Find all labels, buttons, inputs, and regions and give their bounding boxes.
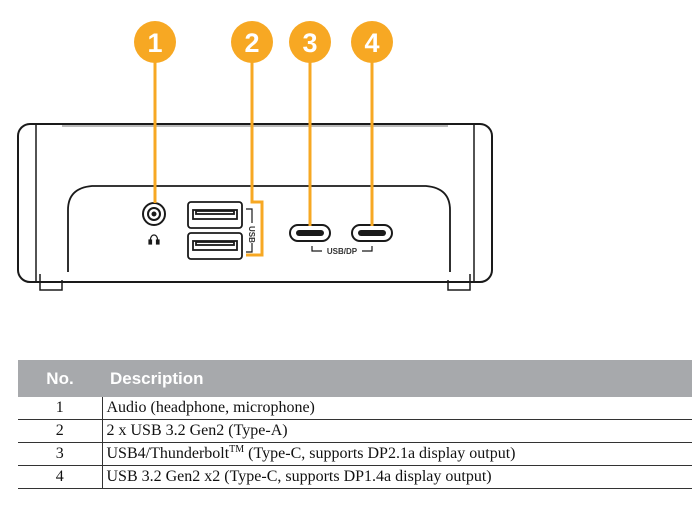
row-no: 2 [18, 419, 103, 443]
row-no: 4 [18, 465, 103, 489]
row-description: USB 3.2 Gen2 x2 (Type-C, supports DP1.4a… [102, 465, 692, 489]
callout-badge-1: 1 [134, 21, 176, 63]
table-row: 3 USB4/ThunderboltTM (Type-C, supports D… [18, 442, 692, 466]
description-rest: (Type-C, supports DP2.1a display output) [244, 445, 516, 462]
header-description: Description [102, 360, 692, 397]
row-description: 2 x USB 3.2 Gen2 (Type-A) [102, 419, 692, 443]
usb-a-ports [187, 201, 243, 260]
trademark-sup: TM [229, 444, 245, 455]
table-row: 4 USB 3.2 Gen2 x2 (Type-C, supports DP1.… [18, 465, 692, 489]
usbdp-bracket [311, 246, 373, 252]
row-no: 3 [18, 442, 103, 466]
row-no: 1 [18, 397, 103, 420]
device-front-diagram: USB USB/DP 1 2 3 4 [17, 21, 493, 291]
callout-badge-3: 3 [289, 21, 331, 63]
usbdp-label: USB/DP [327, 247, 358, 256]
callout-lines [153, 62, 374, 257]
table-header-row: No. Description [18, 360, 692, 397]
svg-text:2: 2 [244, 28, 259, 58]
port-spec-table: No. Description 1 Audio (headphone, micr… [18, 360, 692, 489]
device-body [17, 123, 493, 291]
table-row: 2 2 x USB 3.2 Gen2 (Type-A) [18, 419, 692, 443]
usb-label: USB [247, 226, 256, 243]
headphone-icon [148, 234, 160, 245]
callout-badge-4: 4 [351, 21, 393, 63]
row-description: USB4/ThunderboltTM (Type-C, supports DP2… [102, 442, 692, 466]
usb-bracket [246, 208, 253, 253]
table-row: 1 Audio (headphone, microphone) [18, 397, 692, 420]
header-no: No. [18, 360, 102, 397]
svg-text:3: 3 [302, 28, 317, 58]
row-description: Audio (headphone, microphone) [102, 397, 692, 420]
svg-text:1: 1 [147, 28, 162, 58]
callout-badge-2: 2 [231, 21, 273, 63]
svg-text:4: 4 [364, 28, 379, 58]
description-main: USB4/Thunderbolt [106, 445, 230, 462]
